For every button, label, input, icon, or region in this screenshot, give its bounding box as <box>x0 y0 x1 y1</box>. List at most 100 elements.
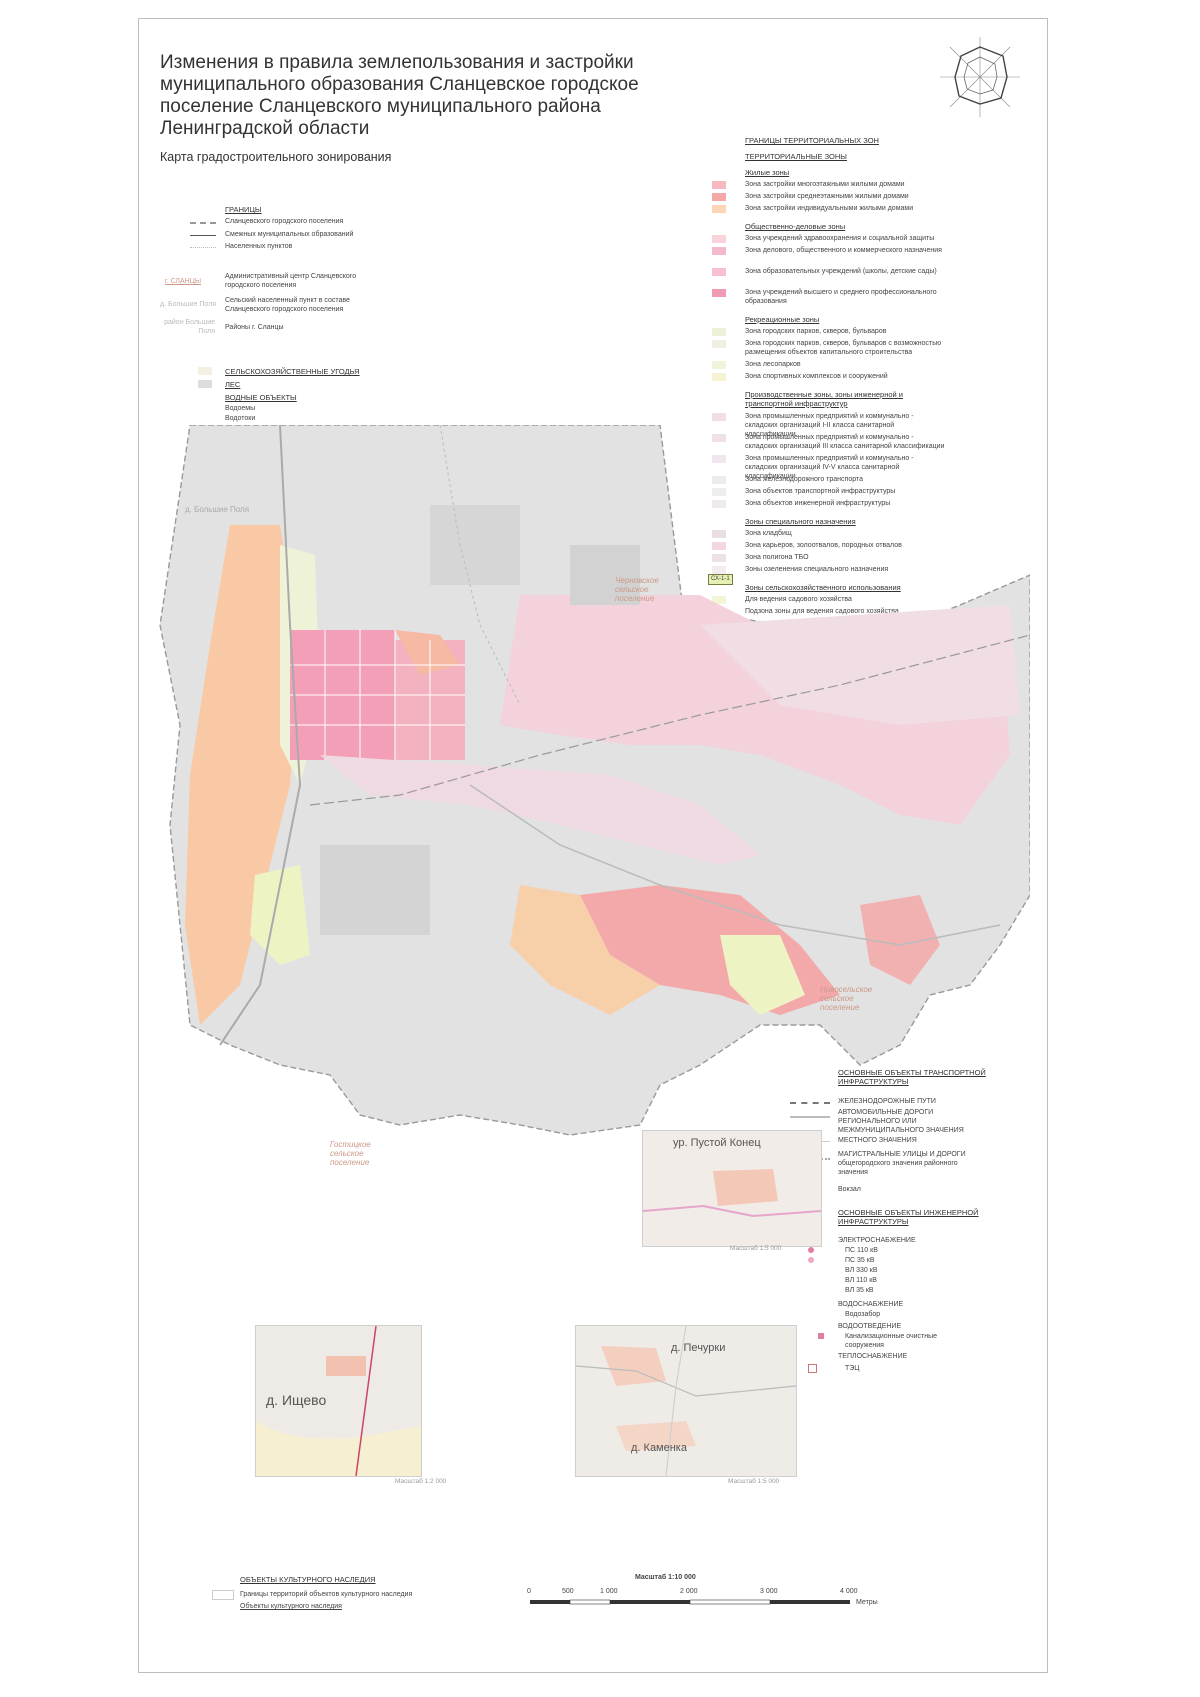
zones-heading: ГРАНИЦЫ ТЕРРИТОРИАЛЬНЫХ ЗОН <box>745 136 879 145</box>
engineering-heading: ОСНОВНЫЕ ОБЪЕКТЫ ИНЖЕНЕРНОЙ ИНФРАСТРУКТУ… <box>838 1208 979 1226</box>
zone-item: Зона городских парков, скверов, бульваро… <box>745 340 942 356</box>
water-supply-item: Водозабор <box>845 1311 881 1318</box>
transport-item: Вокзал <box>838 1186 861 1193</box>
zone-item: Зона объектов инженерной инфраструктуры <box>745 500 891 507</box>
zone-item: Для ведения садового хозяйства <box>745 596 852 603</box>
residential-individual-zone <box>510 885 660 1015</box>
village-label: д. Большие Поля <box>185 505 250 514</box>
zone-item: Подзона зоны для ведения садового хозяйс… <box>745 608 899 615</box>
water-item: Водоемы <box>225 405 256 412</box>
transport-item: АВТОМОБИЛЬНЫЕ ДОРОГИ РЕГИОНАЛЬНОГО ИЛИ М… <box>838 1109 964 1134</box>
zone-item: Зона промышленных предприятий и коммунал… <box>745 455 914 480</box>
scale-unit: Метры <box>856 1599 878 1606</box>
garden-zone <box>250 865 310 965</box>
water-item: Водотоки <box>225 415 256 422</box>
residential-individual-zone <box>185 525 300 1025</box>
scale-tick: 0 <box>527 1588 531 1595</box>
zone-item: Зона застройки индивидуальными жилыми до… <box>745 205 914 212</box>
forest-area <box>430 505 520 585</box>
zone-swatch <box>712 193 726 201</box>
scale-title: Масштаб 1:10 000 <box>635 1574 696 1581</box>
power-item: ВЛ 35 кВ <box>845 1287 874 1294</box>
zone-swatch <box>712 596 726 604</box>
zone-swatch <box>712 542 726 550</box>
zone-item: Зона полигона ТБО <box>745 554 809 561</box>
heritage-heading: ОБЪЕКТЫ КУЛЬТУРНОГО НАСЛЕДИЯ <box>240 1575 376 1584</box>
garden-zone <box>720 935 805 1015</box>
zone-item: Зона карьеров, золоотвалов, породных отв… <box>745 542 902 549</box>
water-heading: ВОДНЫЕ ОБЪЕКТЫ <box>225 393 297 402</box>
zone-group-heading: Жилые зоны <box>745 168 790 177</box>
zone-item: Зона застройки многоэтажными жилыми дома… <box>745 181 905 188</box>
neighbor-label: Черновское сельское поселение <box>615 576 659 603</box>
railway <box>309 634 1030 806</box>
map-title: Изменения в правила землепользования и з… <box>160 52 639 139</box>
agri-label: СЕЛЬСКОХОЗЯЙСТВЕННЫЕ УГОДЬЯ <box>225 367 360 376</box>
boundary-line-swatch <box>190 247 216 248</box>
zone-item: Зона делового, общественного и коммерчес… <box>745 247 942 254</box>
zone-swatch <box>712 566 726 574</box>
transport-item: МЕСТНОГО ЗНАЧЕНИЯ <box>838 1137 917 1144</box>
neighbor-label: Новосельское сельское поселение <box>820 985 873 1012</box>
zone-swatch <box>712 268 726 276</box>
zone-swatch <box>712 373 726 381</box>
heritage-swatch <box>212 1590 234 1600</box>
city-blocks <box>290 630 465 760</box>
inset-map-pechurki: д. Печурки д. Каменка <box>575 1325 797 1477</box>
zone-item: Зона городских парков, скверов, бульваро… <box>745 328 887 335</box>
zones-subheading: ТЕРРИТОРИАЛЬНЫЕ ЗОНЫ <box>745 152 847 161</box>
settlement-sample: д. Большие Поля <box>160 301 217 308</box>
inset-label: д. Ищево <box>266 1392 327 1408</box>
local-road <box>439 425 521 706</box>
zone-group-heading: Зоны специального назначения <box>745 517 856 526</box>
settlement-sample: район Большие Поля <box>164 319 215 335</box>
boundary-line-swatch <box>190 235 216 236</box>
neighbor-label: Гостицкое сельское поселение <box>330 1140 371 1167</box>
residential-midrise-zone <box>395 630 460 675</box>
scale-tick: 2 000 <box>680 1588 698 1595</box>
zone-group-heading: Производственные зоны, зоны инженерной и… <box>745 390 903 408</box>
zone-group-heading: Общественно-деловые зоны <box>745 222 846 231</box>
zone-swatch <box>712 289 726 297</box>
scale-tick: 4 000 <box>840 1588 858 1595</box>
sewer-heading: ВОДООТВЕДЕНИЕ <box>838 1323 902 1330</box>
scale-tick: 3 000 <box>760 1588 778 1595</box>
boundary-item: Смежных муниципальных образований <box>225 231 354 238</box>
zone-swatch <box>712 413 726 421</box>
inset-label: д. Каменка <box>631 1442 687 1454</box>
zone-swatch <box>712 361 726 369</box>
zone-swatch <box>712 205 726 213</box>
zone-item: Зона образовательных учреждений (школы, … <box>745 268 937 275</box>
regional-road-swatch <box>790 1116 830 1118</box>
zone-swatch <box>712 488 726 496</box>
zone-item: Зона спортивных комплексов и сооружений <box>745 373 888 380</box>
agri-zone <box>700 605 1020 725</box>
residential-midrise-zone <box>860 895 940 985</box>
zone-swatch <box>712 476 726 484</box>
agri-swatch <box>198 367 212 375</box>
main-road <box>219 425 302 1046</box>
main-road <box>469 784 1001 946</box>
settlement-sample: г. СЛАНЦЫ <box>165 278 202 285</box>
boundaries-heading: ГРАНИЦЫ <box>225 205 262 214</box>
settlement-label: Районы г. Сланцы <box>225 324 284 331</box>
forest-label: ЛЕС <box>225 380 241 389</box>
inset-map-pustoy-konets: ур. Пустой Конец <box>642 1130 822 1247</box>
power-item: ВЛ 330 кВ <box>845 1267 878 1274</box>
zone-swatch <box>712 328 726 336</box>
zone-item: Зона объектов транспортной инфраструктур… <box>745 488 896 495</box>
zoning-map <box>159 425 1030 1136</box>
zone-group-heading: Зоны сельскохозяйственного использования <box>745 583 901 592</box>
treatment-plant-icon <box>818 1333 824 1339</box>
transport-item: МАГИСТРАЛЬНЫЕ УЛИЦЫ И ДОРОГИ общегородск… <box>838 1151 966 1176</box>
power-heading: ЭЛЕКТРОСНАБЖЕНИЕ <box>838 1237 916 1244</box>
boundary-item: Сланцевского городского поселения <box>225 218 344 225</box>
zone-swatch <box>712 500 726 508</box>
zone-swatch <box>712 181 726 189</box>
zone-item: Зона учреждений высшего и среднего профе… <box>745 289 937 305</box>
zone-item: Зона лесопарков <box>745 361 801 368</box>
inset-scale: Масштаб 1:2 000 <box>395 1478 447 1485</box>
zone-swatch <box>712 434 726 442</box>
heat-item: ТЭЦ <box>845 1365 860 1372</box>
forest-swatch <box>198 380 212 388</box>
